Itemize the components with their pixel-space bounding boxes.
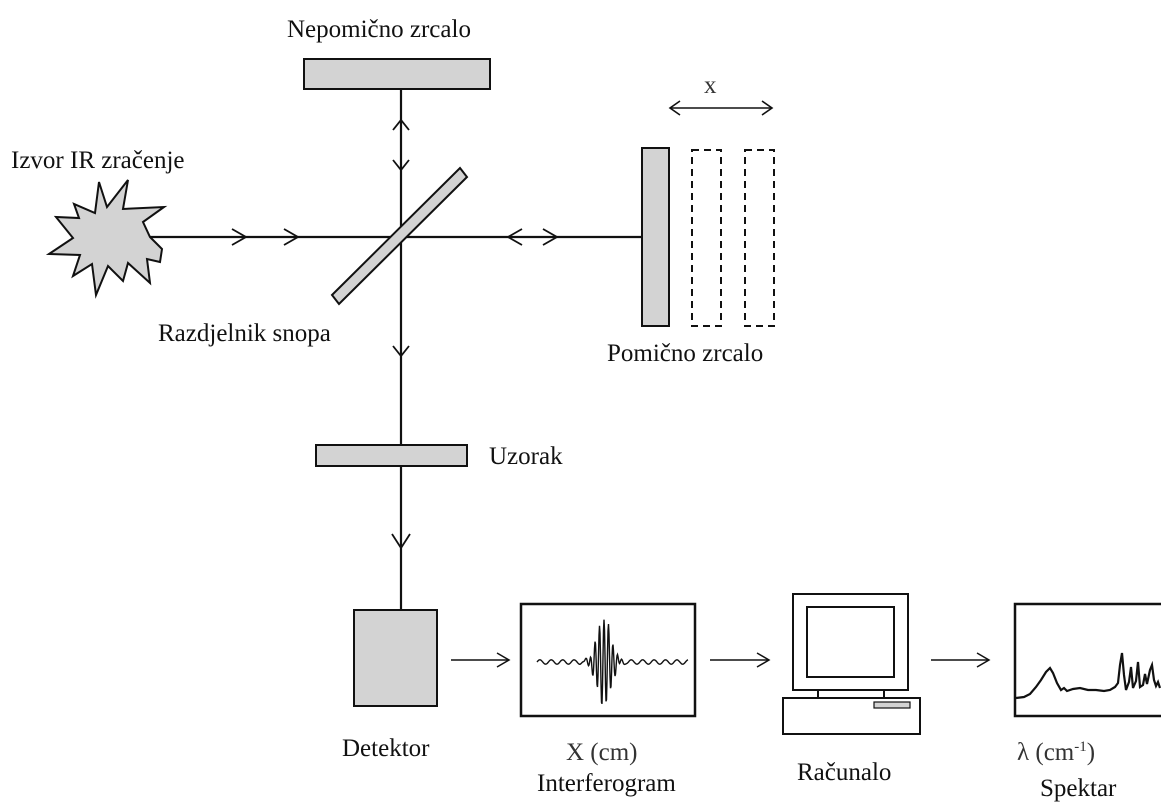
arrow-right-source-1: [231, 228, 248, 246]
computer-stand: [817, 689, 885, 699]
flow-arrows: [451, 652, 991, 668]
computer-icon: [782, 593, 921, 735]
moving-mirror-position-2: [691, 149, 722, 327]
sample-label: Uzorak: [489, 443, 563, 470]
moving-mirror-label: Pomično zrcalo: [607, 340, 764, 367]
arrow-up-to-fixed-mirror: [392, 118, 410, 131]
beam-arrowheads: [231, 118, 559, 550]
computer-base: [782, 697, 921, 735]
moving-mirror-position-3: [744, 149, 775, 327]
computer-label: Računalo: [797, 759, 892, 786]
spectrum-plot: [1013, 602, 1161, 718]
ir-source-star: [45, 179, 168, 299]
computer-disk-slot: [873, 701, 911, 709]
spectrum-axis-label: λ (cm-1): [1017, 739, 1096, 766]
spectrum-trace: [1015, 652, 1161, 700]
interferogram-trace: [536, 619, 689, 705]
detector: [353, 609, 438, 707]
beam-splitter: [330, 166, 469, 306]
computer-screen: [806, 606, 895, 678]
spectrum-axis-close: ): [1086, 739, 1096, 766]
detector-label: Detektor: [342, 735, 430, 762]
spectrum-axis-main: λ (cm: [1017, 739, 1075, 766]
spectrum-axis-exponent: -1: [1074, 739, 1087, 755]
displacement-label: x: [704, 72, 717, 99]
moving-mirror: [641, 147, 670, 327]
displacement-arrow: [668, 100, 774, 116]
ir-source-label: Izvor IR zračenje: [11, 147, 185, 174]
fixed-mirror: [303, 58, 491, 90]
sample: [315, 444, 468, 467]
arrow-down-from-splitter: [392, 345, 410, 358]
arrow-right-source-2: [283, 228, 300, 246]
arrow-left-from-moving-mirror: [506, 228, 523, 246]
arrow-down-to-detector: [391, 533, 411, 550]
spectrum-label: Spektar: [1040, 775, 1117, 802]
arrow-down-from-fixed-mirror: [392, 159, 410, 172]
beam-splitter-label: Razdjelnik snopa: [158, 320, 331, 347]
fixed-mirror-label: Nepomično zrcalo: [287, 16, 471, 43]
arrow-right-to-moving-mirror: [542, 228, 559, 246]
interferogram-axis-label: X (cm): [566, 739, 638, 766]
interferogram-label: Interferogram: [537, 770, 676, 797]
